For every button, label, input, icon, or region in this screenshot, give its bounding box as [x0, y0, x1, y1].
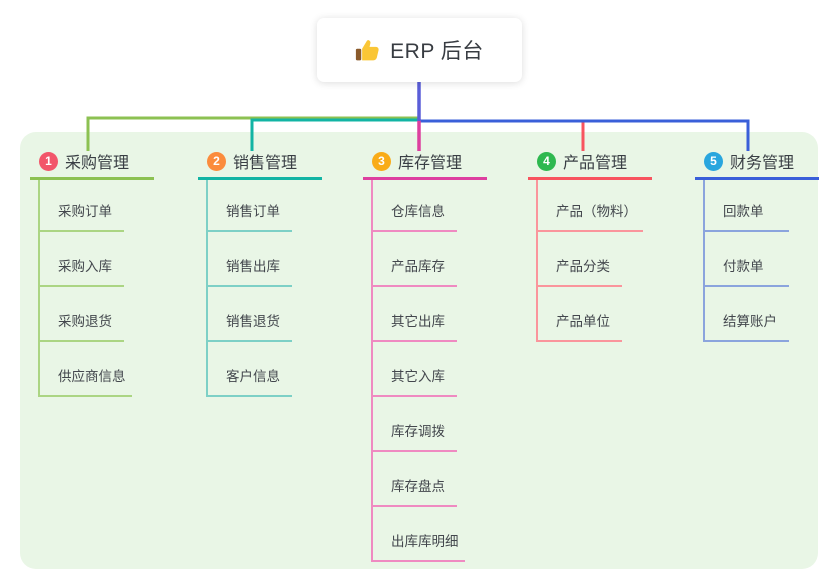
node-item[interactable]: 采购订单 — [38, 202, 124, 232]
root-node[interactable]: ERP 后台 — [317, 18, 522, 82]
node-item[interactable]: 客户信息 — [206, 367, 292, 397]
branch-header-inventory[interactable]: 3 库存管理 — [363, 145, 487, 180]
branch-header-finance[interactable]: 5 财务管理 — [695, 145, 819, 180]
node-item[interactable]: 仓库信息 — [371, 202, 457, 232]
node-item[interactable]: 销售订单 — [206, 202, 292, 232]
branch-product: 4 产品管理 产品（物料） 产品分类 产品单位 — [528, 145, 652, 342]
branch-spine — [38, 180, 40, 397]
node-item[interactable]: 产品单位 — [536, 312, 622, 342]
node-item[interactable]: 库存调拨 — [371, 422, 457, 452]
node-item[interactable]: 出库库明细 — [371, 532, 465, 562]
branch-inventory: 3 库存管理 仓库信息 产品库存 其它出库 其它入库 库存调拨 库存盘点 出库库… — [363, 145, 487, 562]
thumbs-up-icon — [356, 39, 379, 60]
node-item[interactable]: 结算账户 — [703, 312, 789, 342]
branch-label: 采购管理 — [65, 155, 130, 172]
node-item[interactable]: 销售退货 — [206, 312, 292, 342]
branch-number-badge: 3 — [372, 151, 391, 171]
branch-number-badge: 4 — [537, 151, 556, 171]
branch-header-purchase[interactable]: 1 采购管理 — [30, 145, 154, 180]
root-node-label: ERP 后台 — [390, 40, 484, 63]
branch-number-badge: 1 — [39, 151, 58, 171]
node-item[interactable]: 其它入库 — [371, 367, 457, 397]
branch-label: 库存管理 — [398, 155, 463, 172]
node-item[interactable]: 产品分类 — [536, 257, 622, 287]
branch-spine — [206, 180, 208, 397]
branch-label: 销售管理 — [233, 155, 298, 172]
node-item[interactable]: 其它出库 — [371, 312, 457, 342]
branch-spine — [536, 180, 538, 342]
node-item[interactable]: 采购退货 — [38, 312, 124, 342]
branch-number-badge: 5 — [704, 151, 723, 171]
node-item[interactable]: 产品（物料） — [536, 202, 643, 232]
node-item[interactable]: 库存盘点 — [371, 477, 457, 507]
branch-purchase: 1 采购管理 采购订单 采购入库 采购退货 供应商信息 — [30, 145, 154, 397]
node-item[interactable]: 供应商信息 — [38, 367, 132, 397]
branch-label: 产品管理 — [563, 155, 628, 172]
branch-spine — [371, 180, 373, 562]
branch-header-sales[interactable]: 2 销售管理 — [198, 145, 322, 180]
node-item[interactable]: 采购入库 — [38, 257, 124, 287]
branch-label: 财务管理 — [730, 155, 795, 172]
branch-spine — [703, 180, 705, 342]
node-item[interactable]: 回款单 — [703, 202, 789, 232]
branch-sales: 2 销售管理 销售订单 销售出库 销售退货 客户信息 — [198, 145, 322, 397]
branch-header-product[interactable]: 4 产品管理 — [528, 145, 652, 180]
branch-number-badge: 2 — [207, 151, 226, 171]
mindmap-panel — [20, 132, 818, 569]
node-item[interactable]: 付款单 — [703, 257, 789, 287]
node-item[interactable]: 产品库存 — [371, 257, 457, 287]
branch-finance: 5 财务管理 回款单 付款单 结算账户 — [695, 145, 819, 342]
node-item[interactable]: 销售出库 — [206, 257, 292, 287]
